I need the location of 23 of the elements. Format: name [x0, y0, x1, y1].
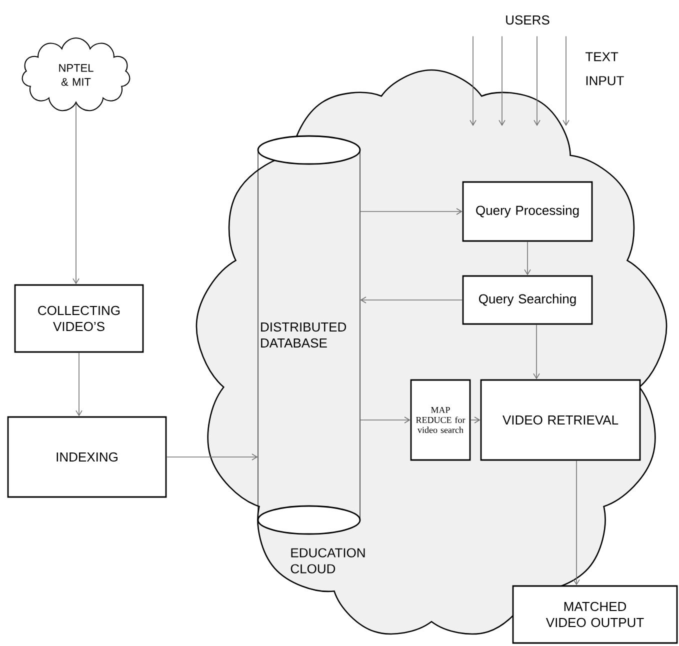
process-box: INDEXING: [7, 416, 167, 498]
process-box: COLLECTING VIDEO’S: [14, 284, 144, 353]
arrow: [360, 208, 462, 215]
process-box: MAP REDUCE for video search: [410, 379, 471, 461]
arrow: [470, 36, 476, 126]
arrow: [360, 296, 463, 304]
arrow: [498, 36, 506, 126]
arrow: [524, 241, 531, 276]
database-cylinder: DISTRIBUTED DATABASE: [257, 135, 361, 535]
arrow: [533, 324, 540, 380]
arrow: [573, 460, 580, 586]
process-box: VIDEO RETRIEVAL: [480, 379, 641, 461]
arrow: [76, 352, 82, 416]
users-text: USERS: [506, 15, 550, 25]
process-box: Query Processing: [462, 181, 593, 242]
node-label: DISTRIBUTED DATABASE: [261, 322, 346, 348]
process-box: Query Searching: [462, 275, 593, 325]
arrow: [470, 416, 480, 424]
output-box: MATCHED VIDEO OUTPUT: [512, 585, 678, 644]
arrow: [534, 36, 540, 126]
arrow: [360, 416, 410, 424]
arrow: [166, 454, 258, 460]
arrow: [562, 36, 570, 126]
